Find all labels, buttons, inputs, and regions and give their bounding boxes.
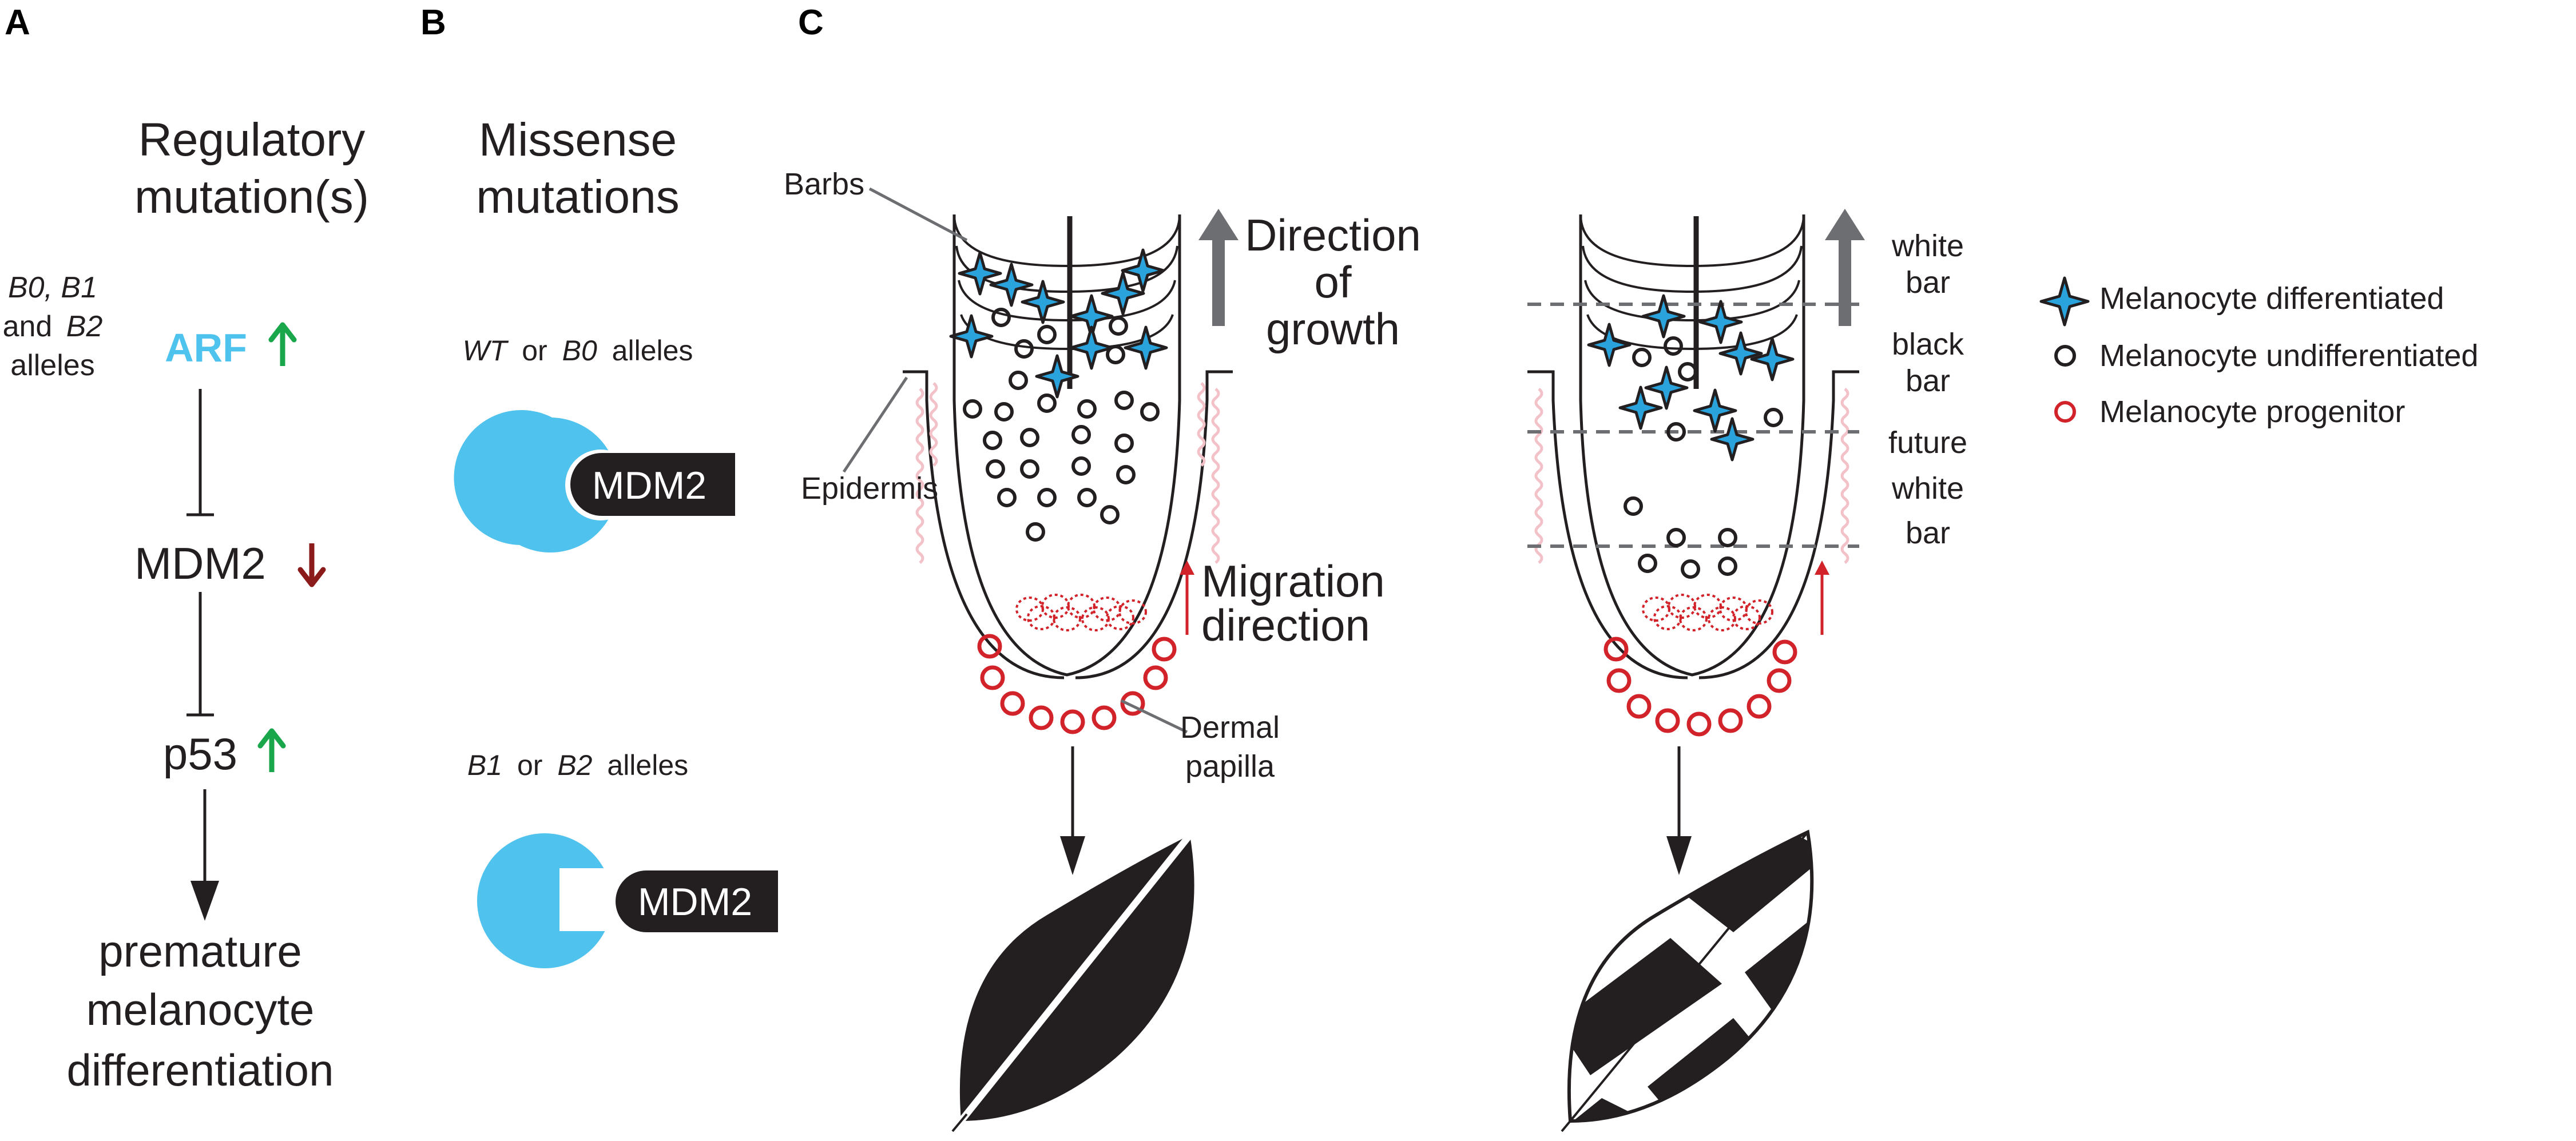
panel-b-title-line2: mutations: [476, 171, 680, 223]
alleles-line3: alleles: [10, 349, 94, 382]
growth-arrow-icon: [1198, 209, 1239, 326]
group1-or: or: [522, 335, 547, 367]
migration-line2: direction: [1201, 600, 1370, 650]
mdm2-box-label: MDM2: [592, 464, 706, 507]
inhibition-bar-icon: [186, 389, 214, 516]
panel-b: B Missense mutations WT or B0 alleles MD…: [420, 3, 778, 968]
alleles-and: and: [3, 310, 53, 343]
group2-alleles: B1 or B2 alleles: [467, 749, 688, 781]
dermal-line1: Dermal: [1180, 710, 1280, 745]
alleles-b2: B2: [66, 310, 103, 343]
melanocyte-star-icon: [1587, 294, 1795, 462]
group2-allele2: B2: [557, 749, 592, 781]
arf-label: ARF: [165, 325, 247, 370]
down-arrow-icon: [297, 543, 326, 587]
progenitor-ring: [1015, 594, 1147, 631]
dermal-line2: papilla: [1185, 749, 1275, 784]
direction-line3: growth: [1266, 304, 1400, 354]
outcome-line2: melanocyte: [86, 984, 315, 1035]
black-bar-line2: bar: [1906, 364, 1950, 398]
feather-icon: [951, 833, 1194, 1132]
mutant-protein-unbound: MDM2: [477, 833, 778, 968]
activation-arrow-icon: [190, 789, 219, 921]
migration-line1: Migration: [1201, 556, 1385, 606]
mdm2-label: MDM2: [134, 538, 266, 589]
future-line2: white: [1891, 471, 1964, 506]
inhibition-bar-icon: [186, 592, 214, 717]
alleles-line1: B0, B1: [8, 271, 97, 304]
circle-icon: [1603, 637, 1797, 737]
migration-arrow-icon: [1815, 560, 1829, 635]
barbs-label: Barbs: [784, 167, 864, 201]
follicle-solid: [903, 214, 1233, 1132]
p53-label: p53: [163, 729, 237, 779]
direction-line2: of: [1314, 257, 1351, 307]
future-line1: future: [1888, 426, 1967, 460]
panel-a: A Regulatory mutation(s) B0, B1 and B2 a…: [3, 3, 369, 1095]
circle-icon: [1624, 336, 1783, 579]
epidermis-layer: [915, 382, 1220, 564]
outcome-line3: differentiation: [67, 1045, 334, 1095]
circle-icon: [2054, 401, 2076, 423]
feather-icon: [1561, 829, 1814, 1132]
mdm2-box: [570, 453, 735, 516]
legend: Melanocyte differentiated Melanocyte und…: [2039, 276, 2478, 429]
black-bar-line1: black: [1892, 327, 1964, 361]
mdm2-box: [616, 870, 778, 932]
future-line3: bar: [1906, 516, 1950, 550]
panel-letter-a: A: [5, 3, 30, 42]
epidermis-label: Epidermis: [801, 471, 938, 506]
circle-icon: [977, 634, 1177, 734]
migration-arrow-icon: [1180, 560, 1194, 635]
group1-suffix: alleles: [612, 335, 693, 367]
group2-or: or: [517, 749, 542, 781]
panel-letter-c: C: [798, 3, 824, 42]
legend-undifferentiated: Melanocyte undifferentiated: [2099, 339, 2478, 373]
progenitor-ring: [1642, 594, 1773, 631]
epidermis-layer: [1534, 388, 1849, 564]
group2-allele1: B1: [467, 749, 502, 781]
panel-c: C: [784, 3, 2478, 1132]
mdm2-box-label: MDM2: [638, 880, 752, 924]
up-arrow-icon: [268, 322, 297, 366]
white-bar-line2: bar: [1906, 265, 1950, 300]
white-bar-line1: white: [1891, 229, 1964, 263]
melanocyte-star-icon: [2039, 276, 2090, 327]
growth-arrow-icon: [1825, 209, 1865, 326]
panel-letter-b: B: [420, 3, 446, 42]
legend-progenitor: Melanocyte progenitor: [2099, 395, 2405, 429]
follicle-barred: [1527, 214, 1859, 1132]
circle-icon: [963, 308, 1160, 542]
panel-b-title-line1: Missense: [479, 114, 677, 166]
circle-icon: [2054, 345, 2076, 367]
legend-differentiated: Melanocyte differentiated: [2099, 281, 2444, 316]
melanocyte-star-icon: [949, 248, 1168, 399]
up-arrow-icon: [257, 728, 286, 772]
panel-a-title-line2: mutation(s): [134, 171, 369, 223]
group2-suffix: alleles: [607, 749, 688, 781]
alleles-line2: and B2: [3, 310, 103, 343]
panel-a-title-line1: Regulatory: [138, 114, 366, 166]
group1-allele2: B0: [562, 335, 597, 367]
group1-alleles: WT or B0 alleles: [463, 335, 693, 367]
wt-protein-binding: MDM2: [454, 410, 735, 552]
bar-boundary-lines: [1527, 303, 1859, 548]
direction-line1: Direction: [1245, 210, 1421, 260]
outcome-line1: premature: [98, 926, 302, 976]
group1-allele1: WT: [463, 335, 509, 367]
